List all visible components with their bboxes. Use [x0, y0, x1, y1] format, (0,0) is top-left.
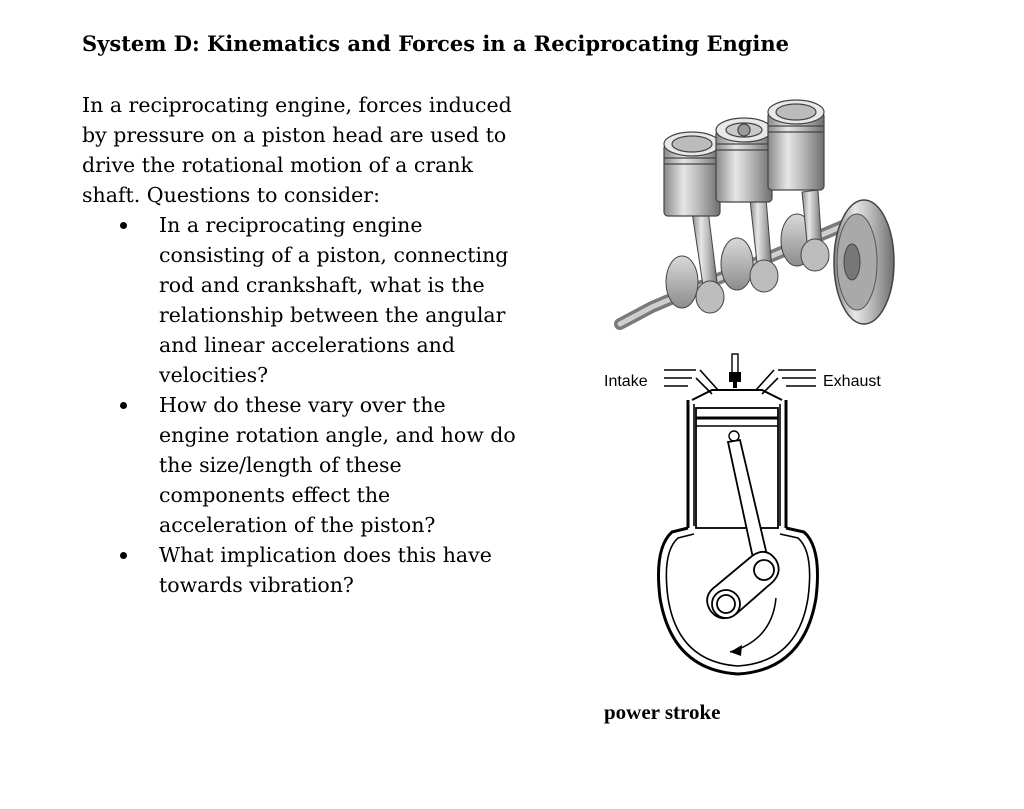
crank-arm-icon — [706, 550, 780, 620]
intake-label: Intake — [604, 373, 648, 390]
question-text: In a reciprocating engine consisting of … — [159, 213, 509, 387]
spark-plug-icon — [729, 353, 741, 388]
rotation-arrow-icon — [729, 597, 777, 656]
bullet-icon — [120, 222, 127, 229]
question-item: How do these vary over the engine rotati… — [82, 390, 522, 540]
crankshaft-illustration — [614, 99, 895, 330]
question-item: What implication does this have towards … — [82, 540, 522, 600]
diagram-caption: power stroke — [604, 700, 721, 724]
page-title: System D: Kinematics and Forces in a Rec… — [82, 31, 790, 56]
intro-paragraph: In a reciprocating engine, forces induce… — [82, 93, 512, 207]
bullet-icon — [120, 402, 127, 409]
question-text: How do these vary over the engine rotati… — [159, 393, 516, 537]
question-text: What implication does this have towards … — [159, 543, 492, 597]
question-item: In a reciprocating engine consisting of … — [82, 210, 522, 390]
engine-cylinder-diagram: Intake Exhaust — [604, 353, 881, 676]
question-list: In a reciprocating engine consisting of … — [82, 210, 522, 600]
exhaust-label: Exhaust — [823, 373, 881, 390]
bullet-icon — [120, 552, 127, 559]
